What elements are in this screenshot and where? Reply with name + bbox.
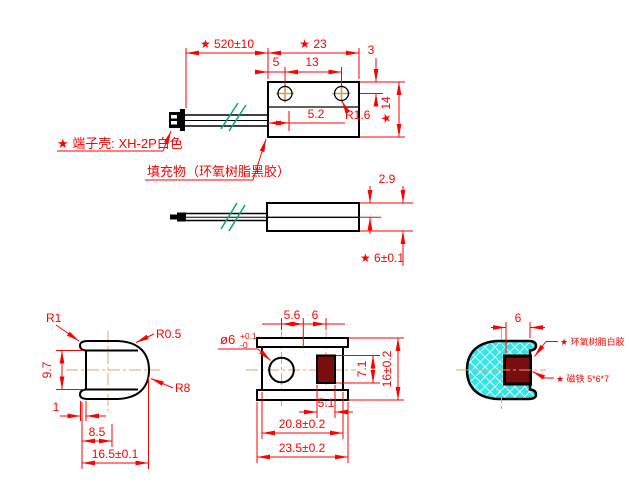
break-symbol xyxy=(220,102,247,132)
dim-chain-top: 5.6 6 xyxy=(262,308,345,347)
dim-step-height: 2.9 xyxy=(360,172,413,234)
dim-body-thickness: ★ 6±0.1 xyxy=(360,186,413,266)
dim-cable-inset: 5.2 xyxy=(268,107,345,131)
sensor-body-top xyxy=(267,81,360,138)
break-symbol-side xyxy=(220,202,246,232)
dim-text-inner-width: 20.8±0.2 xyxy=(279,417,326,431)
label-text-filler: 填充物（环氧树脂黑胶） xyxy=(147,164,290,179)
magnet-bottom-view xyxy=(316,354,336,384)
label-epoxy-white: ★ 环氧树脂白胶 xyxy=(534,336,625,357)
top-view: ★ 520±10 ★ 23 5 13 3 xyxy=(57,37,405,181)
cable-side xyxy=(186,202,267,232)
dim-tab-radius: R1 xyxy=(46,311,80,342)
dim-text-overall-height: 16±0.2 xyxy=(380,350,394,387)
dim-text-corner-radius: R0.5 xyxy=(156,327,182,341)
dim-text-overall-width-left: 16.5±0.1 xyxy=(92,447,139,461)
dim-text-hole-dia: ø6 xyxy=(220,332,235,347)
dim-text-hole-tol-lower: -0 xyxy=(240,340,248,350)
label-text-epoxy-white: ★ 环氧树脂白胶 xyxy=(560,336,625,347)
top-flange xyxy=(256,337,349,348)
right-end-view: 6 ★ 环氧树脂白胶 ★ 磁铁 5*6*7 xyxy=(456,311,625,412)
dim-cable-length: ★ 520±10 xyxy=(185,37,269,108)
dim-text-flat-width: 8.5 xyxy=(89,425,106,439)
dim-inner-width: 20.8±0.2 xyxy=(261,392,344,439)
dim-text-body-height: ★ 14 xyxy=(379,96,393,124)
dim-hole-dia: ø6 +0.1 -0 xyxy=(218,331,271,361)
label-terminal-shell: ★ 端子壳: XH-2P白色 xyxy=(57,130,183,152)
dim-body-radius: R8 xyxy=(150,378,191,395)
dim-text-ref-to-magnet: 6 xyxy=(312,308,319,322)
left-end-view: R1 R0.5 9.7 R8 1 xyxy=(40,311,191,469)
dim-text-magnet-width: 5.1 xyxy=(318,396,335,410)
dim-text-overall-width-bottom: 23.5±0.2 xyxy=(279,441,326,455)
connector-side xyxy=(170,212,186,222)
through-hole xyxy=(268,356,295,384)
dim-text-magnet-depth: 6 xyxy=(515,311,522,325)
dim-overall-width-left: 16.5±0.1 xyxy=(82,377,149,469)
dim-hole-top-offset: 3 xyxy=(360,43,405,107)
bottom-view: 5.6 6 ø6 +0.1 -0 7.1 16±0.2 xyxy=(218,308,404,463)
dim-text-step-height: 2.9 xyxy=(379,172,396,186)
mounting-hole-right xyxy=(332,84,351,103)
dim-text-hole-edge-offset: 5 xyxy=(273,55,280,69)
dim-text-cable-inset: 5.2 xyxy=(308,107,325,121)
cable xyxy=(185,102,268,132)
dim-text-hole-tol-upper: +0.1 xyxy=(240,331,257,341)
dim-body-width: ★ 23 xyxy=(268,37,360,79)
dim-text-tab-radius: R1 xyxy=(46,311,62,325)
dim-overall-height: 16±0.2 xyxy=(349,337,404,401)
dim-text-hole-radius: R1.6 xyxy=(345,108,371,122)
dim-text-magnet-height: 7.1 xyxy=(355,360,369,377)
label-text-magnet-spec: ★ 磁铁 5*6*7 xyxy=(556,373,609,384)
dim-groove-height: 9.7 xyxy=(40,350,84,390)
dim-text-body-thickness: ★ 6±0.1 xyxy=(360,251,404,265)
dim-text-hole-to-ref: 5.6 xyxy=(284,308,301,322)
dim-overall-width-bottom: 23.5±0.2 xyxy=(256,402,349,463)
dim-text-hole-top-offset: 3 xyxy=(368,43,375,57)
dim-text-groove-height: 9.7 xyxy=(40,361,54,378)
dim-text-body-radius: R8 xyxy=(175,381,191,395)
mounting-hole-left xyxy=(276,84,294,103)
dim-text-lip-width: 1 xyxy=(53,400,60,414)
bottom-flange xyxy=(256,389,349,401)
label-magnet-spec: ★ 磁铁 5*6*7 xyxy=(532,371,609,384)
dim-hole-radius: R1.6 xyxy=(341,100,371,122)
dim-magnet-height: 7.1 xyxy=(336,355,380,384)
dim-magnet-depth: 6 xyxy=(491,311,545,353)
dim-lip-width: 1 xyxy=(53,400,106,421)
connector-xh2p xyxy=(169,109,185,131)
dim-magnet-width: 5.1 xyxy=(299,385,353,418)
side-view: 2.9 ★ 6±0.1 xyxy=(170,172,413,266)
dim-hole-spacing: 13 xyxy=(285,55,342,86)
dim-text-hole-spacing: 13 xyxy=(305,55,319,69)
label-text-terminal-shell: ★ 端子壳: XH-2P白色 xyxy=(57,136,183,151)
dim-body-height: ★ 14 xyxy=(360,82,405,138)
dim-flat-width: 8.5 xyxy=(81,402,113,469)
dim-text-cable-length: ★ 520±10 xyxy=(200,37,254,51)
profile-outline xyxy=(78,340,151,400)
dim-corner-radius: R0.5 xyxy=(135,327,182,343)
label-filler: 填充物（环氧树脂黑胶） xyxy=(145,138,290,181)
dim-text-body-width: ★ 23 xyxy=(299,37,327,51)
